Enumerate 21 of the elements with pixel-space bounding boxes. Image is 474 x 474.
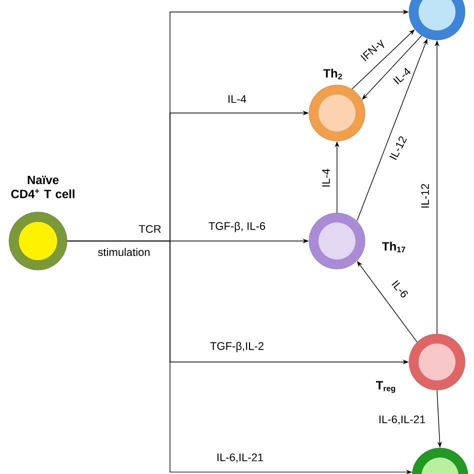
node-label: T$_{reg}$ <box>376 381 396 393</box>
cell-circle <box>412 448 468 474</box>
edge-label: IL-4 <box>322 168 330 186</box>
edge-label: TGF-β,IL-2 <box>210 342 264 352</box>
edge-label: IL-12 <box>389 136 407 160</box>
annotation-text: stimulation <box>98 248 150 256</box>
labeled-cell: Naïve CD4$^{+}$ T cell <box>8 176 74 270</box>
edge-label: IL-4 <box>228 95 246 103</box>
labeled-cell: T$_{reg}$ <box>376 334 466 393</box>
node-label: Th$_{17}$ <box>382 242 406 252</box>
edge-label: IL-12 <box>421 184 429 208</box>
edge-label: TGF-β, IL-6 <box>208 222 266 232</box>
node-label: Naïve CD4$^{+}$ T cell <box>11 176 74 198</box>
edge-label: IL-6,IL-21 <box>217 453 263 463</box>
edge-label: IL-4 <box>393 68 411 84</box>
labeled-cell: Th$_{2}$ <box>308 68 366 142</box>
edge-label: IL-6 <box>392 280 408 298</box>
annotation-text: TCR <box>138 225 161 233</box>
node-label: Th$_{2}$ <box>323 68 342 80</box>
edge-label: IL-6,IL-21 <box>379 415 425 425</box>
labeled-cell: Th$_{17}$ <box>308 212 406 270</box>
